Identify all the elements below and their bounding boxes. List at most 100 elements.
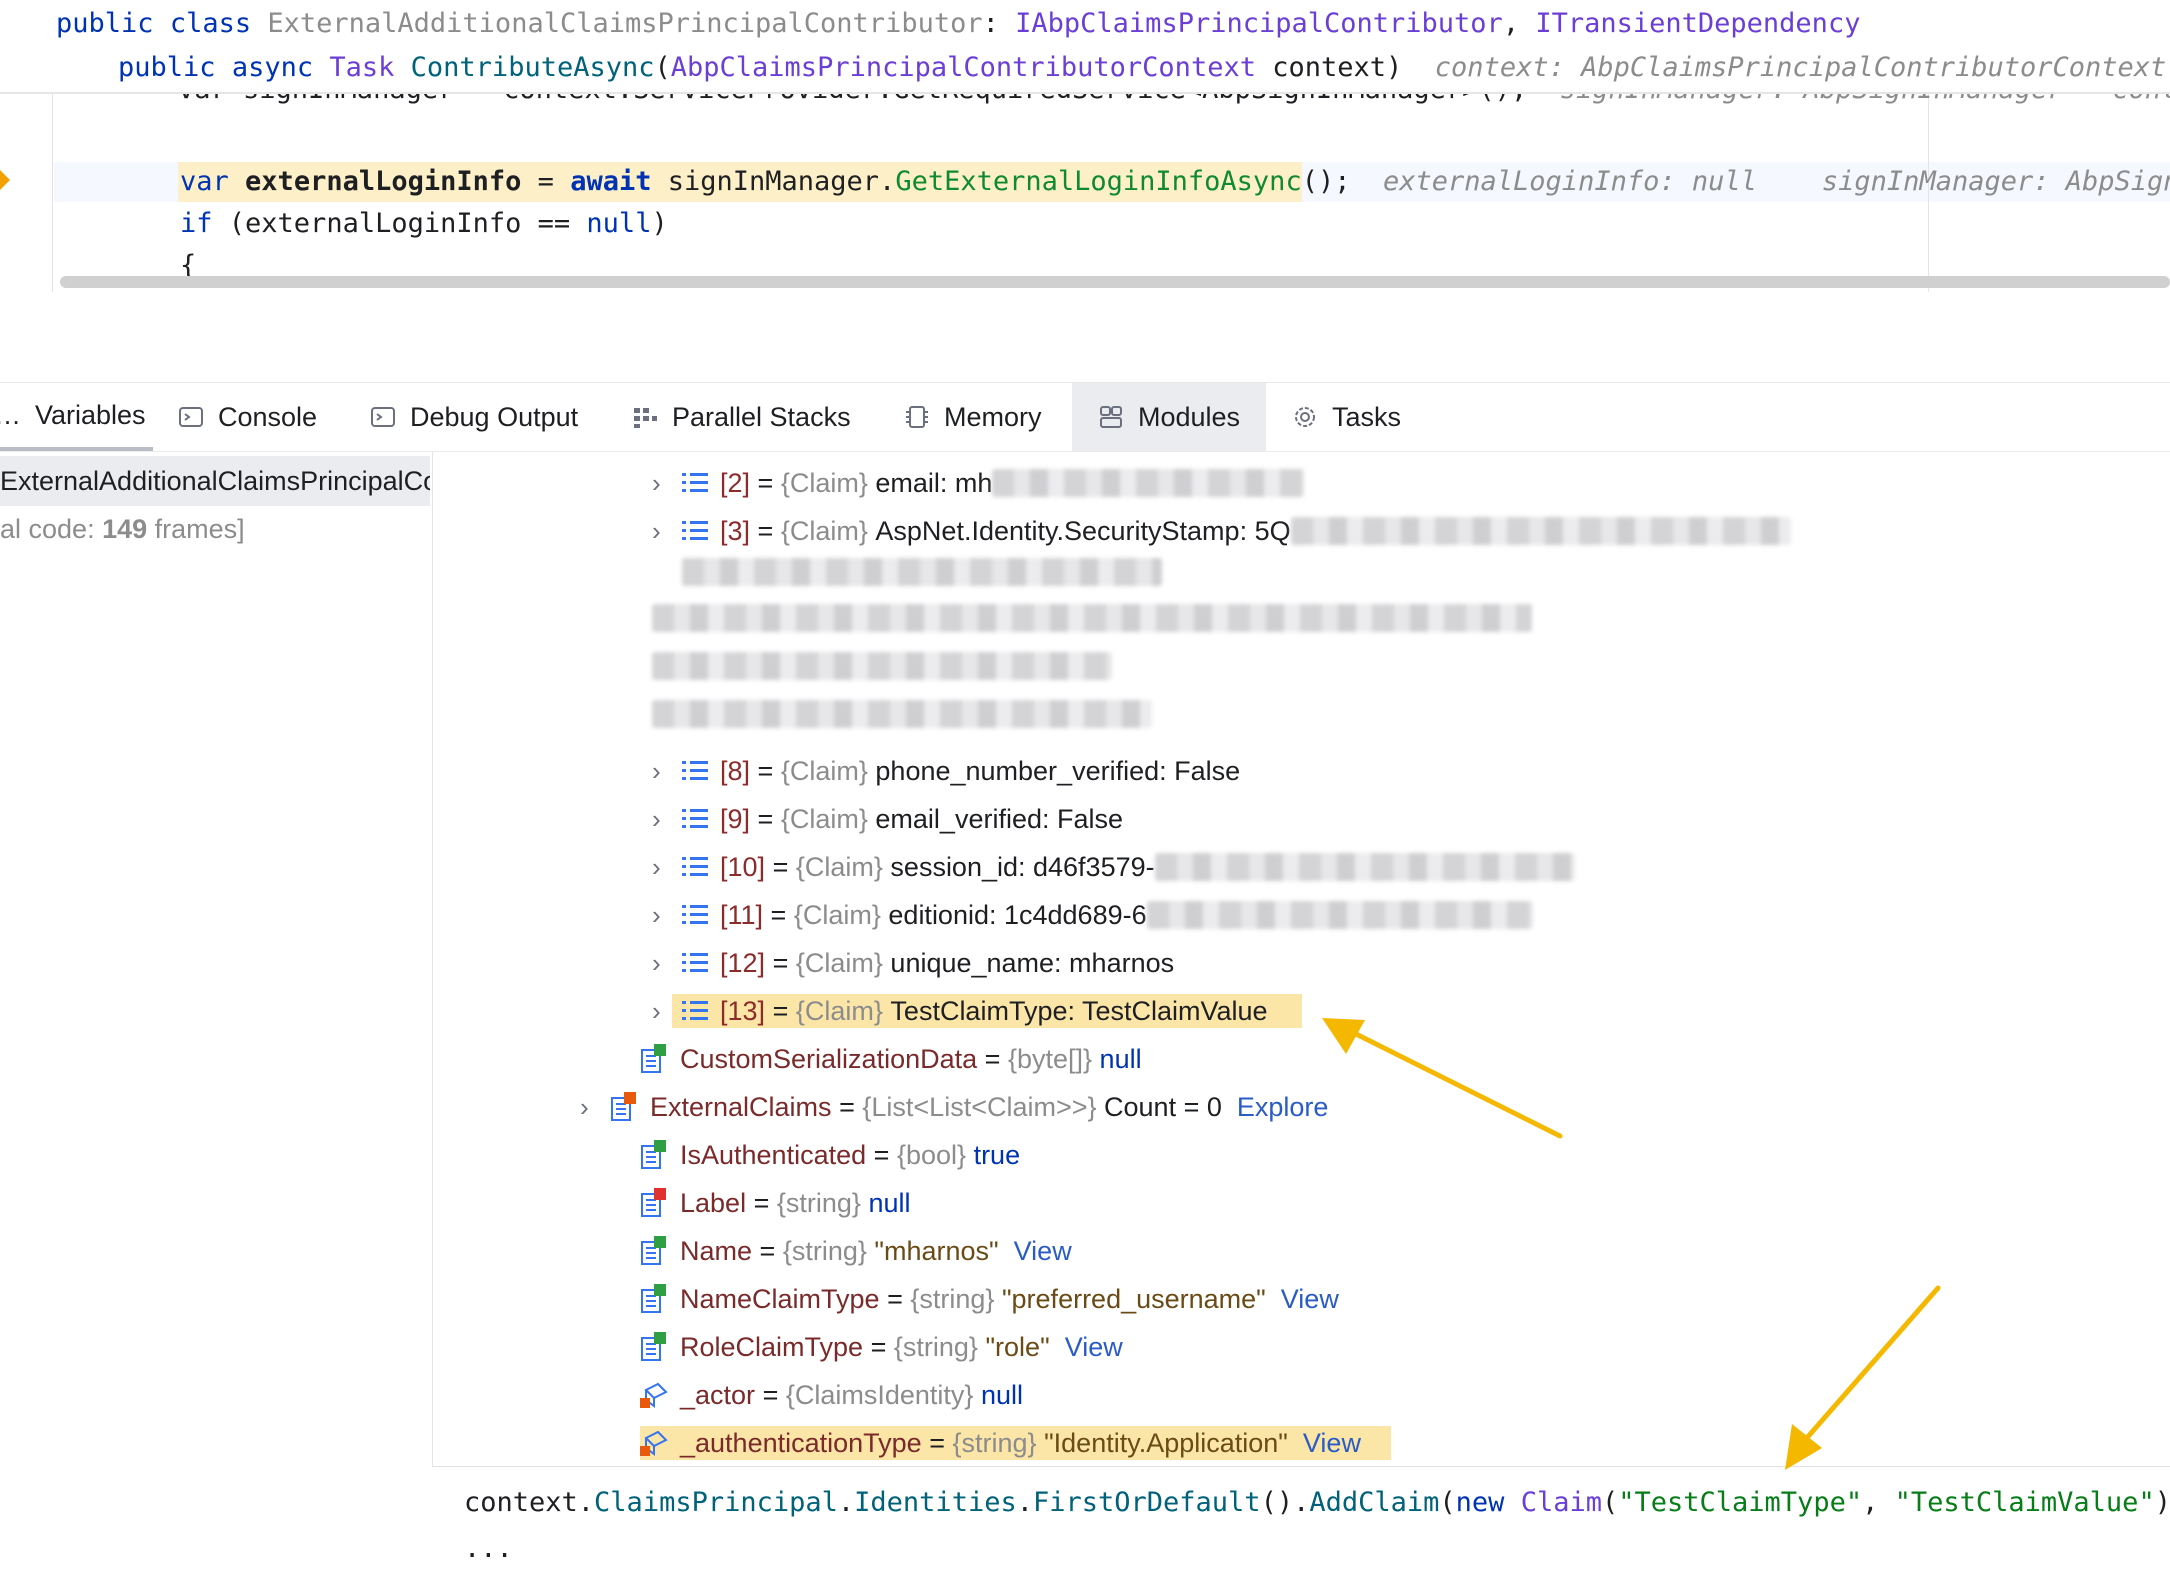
claim-index: [8] — [720, 755, 751, 786]
property-icon — [640, 1332, 668, 1362]
claim-type: {Claim} — [780, 755, 868, 786]
sticky-line-class[interactable]: public class ExternalAdditionalClaimsPri… — [56, 4, 1860, 44]
tab-tasks[interactable]: Tasks — [1292, 383, 1401, 451]
chevron-right-icon[interactable]: › — [652, 515, 661, 546]
explore-link[interactable]: Explore — [1236, 1091, 1329, 1122]
param-name: context) — [1272, 52, 1403, 83]
claim-row[interactable]: › [9] = {Claim} email_verified: False — [652, 796, 1123, 842]
prop-name: IsAuthenticated — [680, 1139, 867, 1170]
tab-variables[interactable]: … Variables — [0, 383, 153, 451]
code-line-brace[interactable]: { — [180, 246, 196, 286]
tab-modules[interactable]: Modules — [1072, 383, 1267, 451]
chevron-right-icon[interactable]: › — [652, 995, 661, 1026]
tab-label: Memory — [944, 401, 1042, 432]
method-call: GetExternalLoginInfoAsync — [895, 166, 1302, 197]
prop-row-external-claims[interactable]: › ExternalClaims = {List<List<Claim>>} C… — [580, 1084, 1328, 1130]
tab-label: Console — [218, 401, 318, 432]
keyword: class — [169, 8, 252, 39]
code-text: { — [180, 250, 197, 281]
field-lock-icon — [640, 1428, 668, 1458]
redacted-row — [652, 558, 1532, 594]
frame-item-selected[interactable] — [0, 456, 430, 506]
keyword: var — [180, 166, 229, 197]
claim-row-highlighted[interactable]: › [13] = {Claim} TestClaimType: TestClai… — [652, 988, 1302, 1034]
equals-sign: = — [873, 1139, 890, 1170]
code-editor[interactable]: var signInManager = context.ServiceProvi… — [0, 0, 2170, 300]
frame-label: ExternalAdditionalClaimsPrincipalCo — [0, 466, 430, 496]
memory-icon — [904, 404, 930, 430]
tab-console[interactable]: Console — [178, 383, 317, 451]
view-link[interactable]: View — [1280, 1283, 1339, 1314]
field-row-authentication-type[interactable]: _authenticationType = {string} "Identity… — [610, 1420, 1391, 1466]
prop-name: NameClaimType — [680, 1283, 880, 1314]
tab-label: Variables — [35, 399, 146, 430]
code-line-if[interactable]: if (externalLoginInfo == null) — [180, 204, 668, 244]
claim-value: session_id: d46f3579- — [890, 851, 1155, 882]
prop-type: {string} — [952, 1427, 1037, 1458]
evaluate-expression-area[interactable]: context.ClaimsPrincipal.Identities.First… — [432, 1466, 2170, 1593]
claim-type: {Claim} — [780, 803, 868, 834]
tab-debug-output[interactable]: Debug Output — [370, 383, 578, 451]
external-code-frames[interactable]: al code: 149 frames] — [0, 514, 245, 545]
view-link[interactable]: View — [1302, 1427, 1361, 1458]
debug-output-icon — [370, 404, 396, 430]
equals-sign: = — [772, 995, 789, 1026]
chevron-right-icon[interactable]: › — [652, 467, 661, 498]
prop-type: {ClaimsIdentity} — [785, 1379, 974, 1410]
claim-index: [2] — [720, 467, 751, 498]
claim-row[interactable]: › [12] = {Claim} unique_name: mharnos — [652, 940, 1174, 986]
prop-value: "Identity.Application" — [1044, 1427, 1288, 1458]
horizontal-scrollbar[interactable] — [60, 276, 2170, 288]
gutter-separator — [52, 92, 53, 292]
evaluate-code-line[interactable]: context.ClaimsPrincipal.Identities.First… — [464, 1487, 2170, 1518]
list-item-icon — [682, 520, 708, 542]
field-row-actor[interactable]: _actor = {ClaimsIdentity} null — [610, 1372, 1023, 1418]
list-item-icon — [682, 808, 708, 830]
prop-row-name[interactable]: Name = {string} "mharnos" View — [610, 1228, 1072, 1274]
code-text: (externalLoginInfo == — [228, 208, 571, 239]
view-link[interactable]: View — [1064, 1331, 1123, 1362]
prop-row-custom-serialization[interactable]: CustomSerializationData = {byte[]} null — [610, 1036, 1142, 1082]
keyword: async — [231, 52, 314, 83]
claim-value: phone_number_verified: False — [875, 755, 1241, 786]
interface-name: ITransientDependency — [1535, 8, 1861, 39]
view-link[interactable]: View — [1013, 1235, 1072, 1266]
tab-memory[interactable]: Memory — [904, 383, 1042, 451]
tab-label: Debug Output — [410, 401, 579, 432]
chevron-right-icon[interactable]: › — [652, 851, 661, 882]
sticky-scope-header: public class ExternalAdditionalClaimsPri… — [0, 0, 2170, 94]
chevron-right-icon[interactable]: › — [652, 803, 661, 834]
claim-row[interactable]: › [11] = {Claim} editionid: 1c4dd689-6 — [652, 892, 1533, 938]
punctuation: , — [1502, 8, 1520, 39]
prop-row-role-claim-type[interactable]: RoleClaimType = {string} "role" View — [610, 1324, 1123, 1370]
equals-sign: = — [772, 851, 789, 882]
prop-row-name-claim-type[interactable]: NameClaimType = {string} "preferred_user… — [610, 1276, 1339, 1322]
tab-parallel-stacks[interactable]: Parallel Stacks — [632, 383, 851, 451]
code-token: , — [1862, 1487, 1895, 1518]
prop-row-label[interactable]: Label = {string} null — [610, 1180, 911, 1226]
property-icon — [640, 1044, 668, 1074]
claim-index: [13] — [720, 995, 766, 1026]
property-icon — [640, 1188, 668, 1218]
prop-name: _authenticationType — [680, 1427, 922, 1458]
sticky-line-method[interactable]: public async Task ContributeAsync(AbpCla… — [118, 48, 2166, 88]
code-line-external-login[interactable]: var externalLoginInfo = await signInMana… — [180, 162, 2170, 202]
prop-type: {string} — [776, 1187, 861, 1218]
equals-sign: = — [929, 1427, 945, 1458]
prop-name: ExternalClaims — [650, 1091, 832, 1122]
method-name: ContributeAsync — [410, 52, 655, 83]
chevron-right-icon[interactable]: › — [580, 1091, 589, 1122]
claim-row[interactable]: › [8] = {Claim} phone_number_verified: F… — [652, 748, 1240, 794]
code-token — [1504, 1487, 1520, 1518]
chevron-right-icon[interactable]: › — [652, 899, 661, 930]
chevron-right-icon[interactable]: › — [652, 947, 661, 978]
claim-row[interactable]: › [3] = {Claim} AspNet.Identity.Security… — [652, 508, 1791, 554]
list-item-icon — [682, 760, 708, 782]
execution-point-icon — [0, 170, 10, 190]
prop-row-is-authenticated[interactable]: IsAuthenticated = {bool} true — [610, 1132, 1020, 1178]
redacted-value — [1154, 853, 1575, 881]
claim-row[interactable]: › [2] = {Claim} email: mh — [652, 460, 1305, 506]
claim-row[interactable]: › [10] = {Claim} session_id: d46f3579- — [652, 844, 1575, 890]
equals-sign: = — [759, 1235, 776, 1266]
chevron-right-icon[interactable]: › — [652, 755, 661, 786]
